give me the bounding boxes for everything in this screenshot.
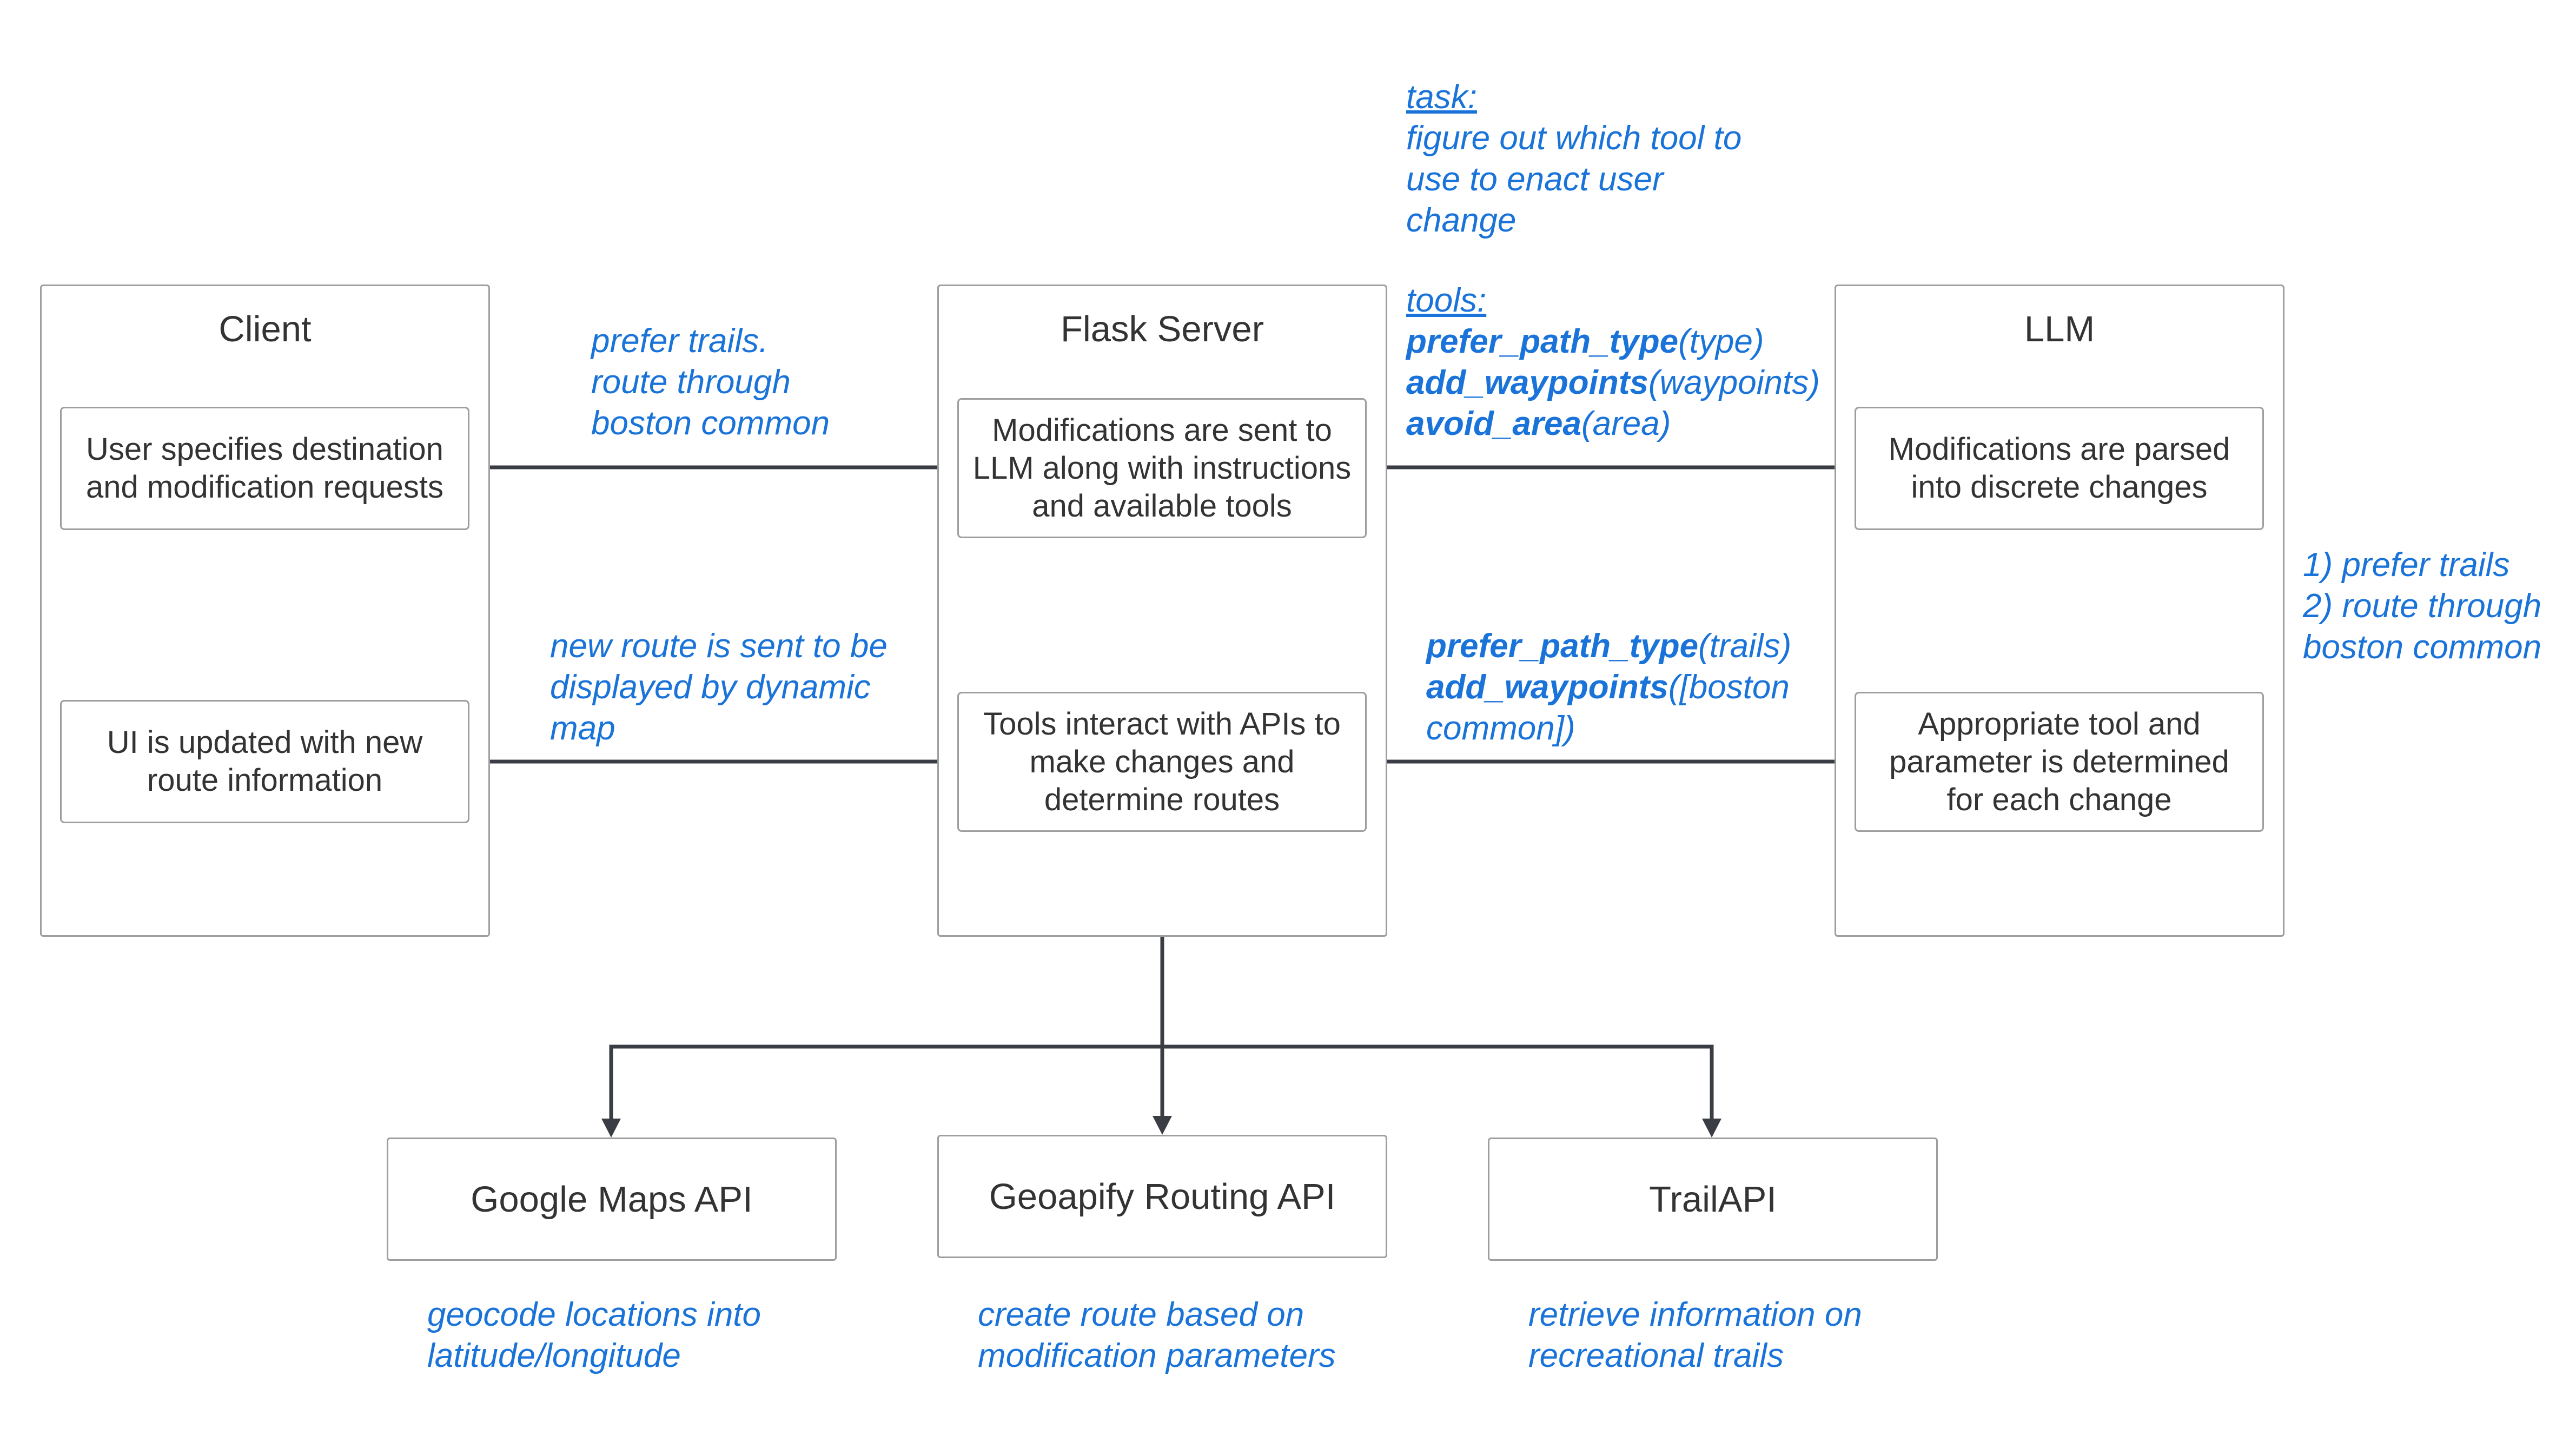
note-line: use to enact user: [1406, 161, 1664, 198]
task-note: task: figure out which tool to use to en…: [1406, 77, 1741, 241]
tools-label: tools:: [1406, 282, 1487, 319]
flask-server-title: Flask Server: [1060, 309, 1264, 349]
geoapify-routing-api-label: Geoapify Routing API: [989, 1176, 1336, 1217]
client-container: Client: [40, 285, 490, 937]
tool-line: avoid_area(area): [1406, 404, 1820, 445]
tools-note: tools: prefer_path_type(type) add_waypoi…: [1406, 280, 1820, 445]
flask-server-container: Flask Server: [937, 285, 1387, 937]
tool-arg: (type): [1678, 323, 1764, 360]
google-maps-api-label: Google Maps API: [471, 1179, 753, 1220]
parsed-changes-note: 1) prefer trails 2) route through boston…: [2303, 545, 2541, 668]
note-line: route through: [591, 363, 791, 401]
note-line: recreational trails: [1528, 1337, 1784, 1374]
geoapify-routing-api-box: Geoapify Routing API: [937, 1135, 1387, 1258]
ui-updated-box: UI is updated with new route information: [60, 700, 469, 823]
tool-call-line: prefer_path_type(trails): [1426, 626, 1791, 667]
modifications-parsed-text: Modifications are parsed into discrete c…: [1888, 432, 2230, 505]
note-line: boston common: [2303, 629, 2542, 666]
tool-call-arg: (trails): [1698, 627, 1792, 665]
task-label: task:: [1406, 78, 1477, 116]
google-maps-description: geocode locations into latitude/longitud…: [427, 1294, 761, 1377]
tool-calls-note: prefer_path_type(trails) add_waypoints([…: [1426, 626, 1791, 749]
tool-call-name: prefer_path_type: [1426, 627, 1699, 665]
llm-container: LLM: [1835, 285, 2284, 937]
modifications-parsed-box: Modifications are parsed into discrete c…: [1855, 407, 2264, 530]
note-line: prefer trails.: [591, 322, 769, 360]
note-line: modification parameters: [978, 1337, 1336, 1374]
tools-interact-text: Tools interact with APIs to make changes…: [983, 706, 1341, 817]
tool-name: add_waypoints: [1406, 364, 1648, 401]
arrowhead-to-geoapify: [1153, 1116, 1172, 1135]
note-line: latitude/longitude: [427, 1337, 681, 1374]
arrowhead-to-google: [601, 1119, 621, 1138]
llm-title: LLM: [2024, 309, 2095, 349]
tool-arg: (waypoints): [1648, 364, 1820, 401]
tool-line: prefer_path_type(type): [1406, 321, 1820, 362]
ui-updated-text: UI is updated with new route information: [107, 725, 423, 798]
tool-name: avoid_area: [1406, 405, 1581, 442]
tools-interact-box: Tools interact with APIs to make changes…: [957, 692, 1367, 832]
user-specifies-box: User specifies destination and modificat…: [60, 407, 469, 530]
tool-call-arg: ([boston: [1668, 669, 1790, 706]
note-line: create route based on: [978, 1296, 1304, 1333]
modifications-sent-box: Modifications are sent to LLM along with…: [957, 398, 1367, 538]
client-title: Client: [218, 309, 312, 349]
tool-name: prefer_path_type: [1406, 323, 1679, 360]
google-maps-api-box: Google Maps API: [387, 1138, 837, 1261]
appropriate-tool-box: Appropriate tool and parameter is determ…: [1855, 692, 2264, 832]
tool-line: add_waypoints(waypoints): [1406, 362, 1820, 404]
note-line: figure out which tool to: [1406, 120, 1742, 157]
appropriate-tool-text: Appropriate tool and parameter is determ…: [1889, 706, 2229, 817]
tool-arg: (area): [1581, 405, 1671, 442]
tool-call-line: add_waypoints([boston: [1426, 667, 1791, 708]
note-line: new route is sent to be: [550, 627, 888, 665]
note-line: 2) route through: [2303, 587, 2542, 625]
note-line: retrieve information on: [1528, 1296, 1862, 1333]
trailapi-label: TrailAPI: [1649, 1179, 1777, 1220]
trailapi-box: TrailAPI: [1488, 1138, 1938, 1261]
new-route-note: new route is sent to be displayed by dyn…: [550, 626, 888, 749]
user-specifies-text: User specifies destination and modificat…: [86, 432, 443, 505]
note-line: change: [1406, 202, 1517, 239]
note-line: boston common: [591, 405, 830, 442]
geoapify-description: create route based on modification param…: [978, 1294, 1336, 1377]
note-line: displayed by dynamic: [550, 669, 871, 706]
note-line: 1) prefer trails: [2303, 546, 2510, 584]
arrowhead-to-trailapi: [1702, 1119, 1721, 1138]
tool-call-name: add_waypoints: [1426, 669, 1668, 706]
note-line: geocode locations into: [427, 1296, 761, 1333]
prefer-trails-request-note: prefer trails. route through boston comm…: [591, 321, 830, 444]
trailapi-description: retrieve information on recreational tra…: [1528, 1294, 1862, 1377]
note-line: common]): [1426, 710, 1575, 747]
note-line: map: [550, 710, 615, 747]
modifications-sent-text: Modifications are sent to LLM along with…: [972, 412, 1352, 524]
